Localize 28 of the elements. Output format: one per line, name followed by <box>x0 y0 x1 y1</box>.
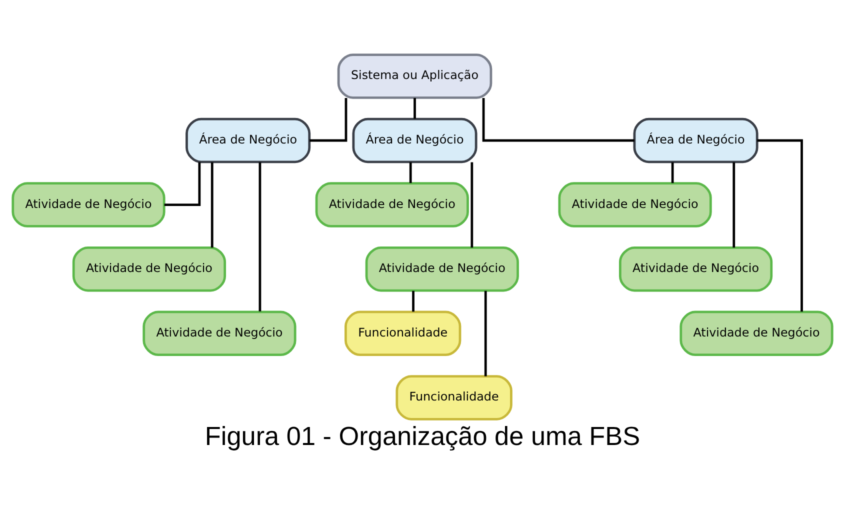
node-box: Área de Negócio <box>352 117 478 163</box>
connector <box>258 162 262 311</box>
node-box: Atividade de Negócio <box>315 182 469 227</box>
connector <box>310 97 348 142</box>
node-box: Atividade de Negócio <box>618 246 773 292</box>
node-box: Atividade de Negócio <box>142 310 296 356</box>
node-box: Atividade de Negócio <box>12 182 166 227</box>
node-box: Funcionalidade <box>396 374 512 420</box>
connector <box>732 162 736 248</box>
node-box: Atividade de Negócio <box>680 310 834 356</box>
node-box: Atividade de Negócio <box>72 246 226 292</box>
connector <box>412 290 414 312</box>
node-box: Atividade de Negócio <box>558 182 712 227</box>
connector <box>164 162 201 206</box>
connector <box>484 290 487 376</box>
connector <box>414 97 416 118</box>
connector <box>671 162 674 183</box>
node-box: Sistema ou Aplicação <box>337 53 492 98</box>
caption: Figura 01 - Organização de uma FBS <box>204 420 640 450</box>
connector <box>757 138 803 312</box>
connector <box>409 162 412 183</box>
connector <box>210 162 214 248</box>
connector <box>482 97 634 142</box>
connector <box>470 162 474 248</box>
node-box: Funcionalidade <box>344 310 462 356</box>
node-box: Área de Negócio <box>186 117 311 163</box>
node-box: Atividade de Negócio <box>365 246 519 292</box>
node-box: Área de Negócio <box>633 117 758 163</box>
